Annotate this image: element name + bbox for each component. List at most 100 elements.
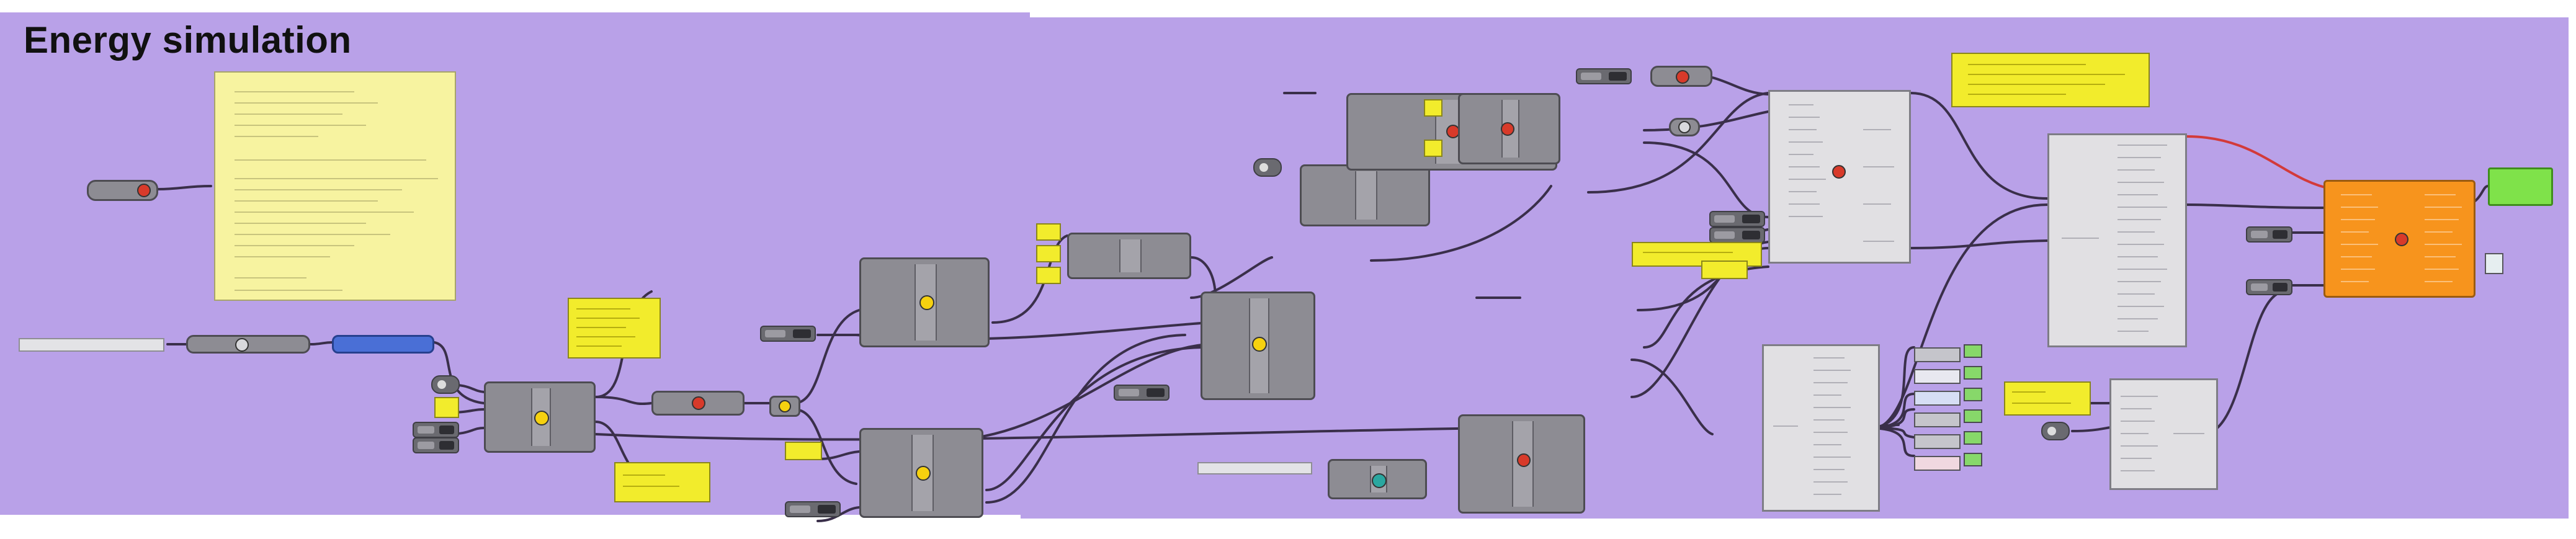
component-reader[interactable] (186, 335, 310, 354)
wire (309, 341, 333, 345)
wire (985, 346, 1208, 491)
red-component-icon (1832, 165, 1846, 179)
output-green-indicator (2488, 167, 2553, 206)
swatch-green[interactable] (1964, 344, 1982, 358)
swatch-row[interactable] (1914, 434, 1961, 449)
gear-icon (235, 338, 249, 352)
file-path-input[interactable] (19, 338, 164, 352)
swatch-row[interactable] (1914, 391, 1961, 406)
value-list-blue[interactable] (332, 335, 434, 354)
yellow-panel-small (1036, 223, 1061, 241)
component-loads[interactable] (1328, 459, 1427, 499)
number-slider[interactable] (1114, 385, 1169, 401)
panel-icon[interactable] (2485, 253, 2503, 274)
swatch-row[interactable] (1914, 456, 1961, 471)
number-slider[interactable] (785, 501, 841, 517)
wire (793, 309, 861, 404)
component-geometry[interactable] (1300, 164, 1430, 226)
yellow-panel-outputs (568, 298, 661, 359)
component-chart[interactable] (2109, 378, 2218, 490)
page-title: Energy simulation (24, 19, 352, 61)
component-surface[interactable] (1458, 414, 1585, 514)
swatch-green[interactable] (1964, 388, 1982, 401)
teal-component-icon (1372, 473, 1387, 488)
component-construction[interactable] (859, 428, 983, 518)
wire (985, 334, 1186, 504)
component-results-list[interactable] (1762, 344, 1880, 512)
component-location[interactable] (651, 391, 745, 416)
number-slider[interactable] (413, 422, 459, 438)
wire (1866, 427, 1915, 457)
component-toggle[interactable] (769, 396, 800, 417)
swatch-green[interactable] (1964, 409, 1982, 423)
yellow-panel-notes (1951, 53, 2150, 107)
wire (2183, 203, 2328, 209)
wire (1587, 92, 1769, 194)
yellow-panel-small (1424, 140, 1442, 157)
yellow-panel-small (1036, 267, 1061, 284)
wire (594, 396, 653, 405)
gear-icon (1678, 121, 1691, 133)
wire (1643, 141, 1769, 218)
red-component-icon (1501, 122, 1514, 136)
yellow-component-icon (534, 411, 549, 425)
component-gear[interactable] (1669, 118, 1700, 136)
file-path-input[interactable] (1197, 462, 1312, 474)
swatch-green[interactable] (1964, 431, 1982, 445)
number-slider[interactable] (2246, 279, 2292, 295)
wire (1910, 239, 2049, 249)
boolean-toggle[interactable] (431, 375, 460, 394)
component-schedule[interactable] (1201, 292, 1315, 400)
red-component-icon (137, 184, 151, 197)
number-slider[interactable] (1576, 68, 1632, 84)
component-merge[interactable] (1067, 233, 1191, 279)
boolean-toggle[interactable] (2041, 422, 2070, 440)
number-slider[interactable] (2246, 226, 2292, 243)
yellow-component-icon (1252, 337, 1267, 352)
component-red-small[interactable] (1650, 66, 1712, 87)
swatch-green[interactable] (1964, 366, 1982, 380)
component-simulation-settings[interactable] (1768, 90, 1911, 264)
swatch-row[interactable] (1914, 412, 1961, 427)
number-slider[interactable] (413, 437, 459, 453)
wire (1643, 110, 1769, 131)
yellow-component-icon (779, 400, 791, 412)
yellow-panel-small (1036, 245, 1061, 262)
red-component-icon (1517, 453, 1531, 467)
component-assign[interactable] (1458, 93, 1560, 164)
wire (1910, 92, 2049, 200)
yellow-panel-small (1701, 261, 1748, 279)
red-component-icon (1676, 70, 1689, 84)
swatch-row[interactable] (1914, 347, 1961, 362)
yellow-panel-small (785, 442, 822, 460)
yellow-panel-run (614, 462, 710, 502)
boolean-toggle[interactable] (1253, 158, 1282, 177)
wire (1872, 203, 2049, 429)
number-slider[interactable] (1709, 211, 1765, 227)
swatch-green[interactable] (1964, 453, 1982, 466)
component-weather[interactable] (484, 381, 596, 453)
wire (1370, 185, 1552, 262)
component-material[interactable] (859, 257, 990, 347)
number-slider[interactable] (760, 326, 816, 342)
note-description (214, 71, 456, 301)
wire (157, 185, 212, 190)
yellow-panel-wide (2004, 381, 2091, 416)
wire (793, 408, 857, 485)
wire-red (2186, 135, 2333, 190)
swatch-row[interactable] (1914, 369, 1961, 384)
component-input[interactable] (87, 180, 158, 201)
wire (433, 341, 485, 404)
wire (1866, 346, 1915, 429)
wire (594, 427, 1490, 441)
yellow-component-icon (916, 466, 931, 481)
component-output-list[interactable] (2047, 133, 2187, 347)
yellow-panel-small (434, 397, 459, 418)
red-component-icon (2395, 233, 2408, 246)
wire (1630, 359, 1714, 435)
yellow-panel-small (1424, 99, 1442, 117)
red-component-icon (692, 396, 705, 410)
component-energy-simulation[interactable] (2323, 180, 2475, 298)
number-slider[interactable] (1709, 227, 1765, 243)
